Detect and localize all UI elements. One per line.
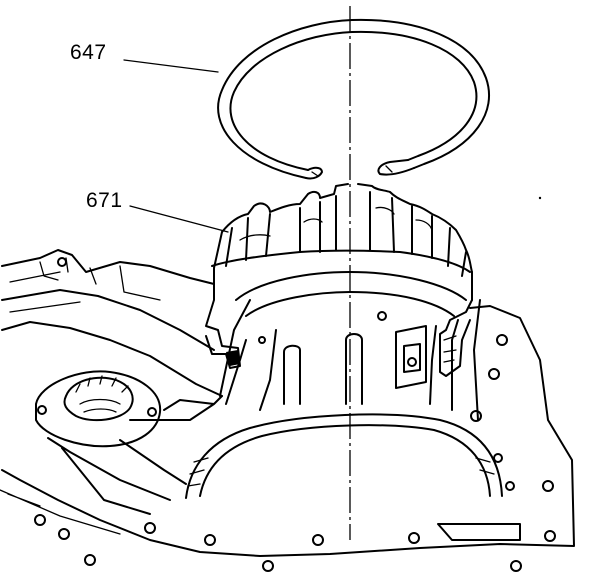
bolt-hole — [34, 514, 46, 526]
boss-flange — [35, 370, 162, 448]
callout-671: 671 — [86, 189, 123, 212]
bolt-hole — [58, 528, 70, 540]
bolt-hole — [510, 560, 522, 572]
bolt-hole — [204, 534, 216, 546]
bolt-hole — [147, 407, 157, 417]
band-lower-edge — [211, 249, 471, 273]
bolt-hole — [496, 334, 508, 346]
case-tab — [437, 523, 521, 541]
housing-bracket — [395, 325, 427, 389]
callout-647: 647 — [70, 41, 107, 64]
boss-teeth — [75, 375, 129, 413]
boss-channel — [47, 437, 187, 515]
housing-cylinder — [283, 333, 363, 405]
bolt-hole — [493, 453, 503, 463]
pump-boss — [35, 370, 223, 515]
bolt-hole — [312, 534, 324, 546]
bolt-hole — [262, 560, 274, 572]
boss-top — [63, 376, 134, 422]
snap-ring-inner — [229, 30, 478, 171]
bolt-hole — [505, 481, 515, 491]
snap-ring-gap-marks — [311, 165, 393, 177]
brake-band-671 — [205, 183, 473, 377]
case-outline — [1, 249, 575, 557]
bolt-hole — [57, 257, 67, 267]
bolt-hole — [470, 410, 482, 422]
bolt-hole — [408, 532, 420, 544]
bolt-hole — [84, 554, 96, 566]
boss-rib — [129, 395, 223, 421]
snap-ring-right-end — [377, 159, 415, 176]
transmission-case — [0, 249, 575, 572]
bolt-hole — [488, 368, 500, 380]
band-inner-ridges — [239, 206, 433, 241]
bolt-hole — [544, 530, 556, 542]
case-edge-detail — [0, 257, 161, 535]
band-left-lug — [205, 267, 241, 369]
band-right-lug — [439, 299, 473, 377]
bolt-hole — [542, 480, 554, 492]
band-right-lug-detail — [443, 335, 457, 363]
bracket-hole — [407, 357, 417, 367]
band-left-lug-fill — [226, 350, 240, 366]
snap-ring-647 — [217, 18, 491, 180]
bolt-hole — [144, 522, 156, 534]
snap-ring-left-end — [305, 166, 323, 180]
leader-line-647 — [123, 59, 219, 73]
speck — [538, 196, 542, 200]
bore-inner — [199, 424, 491, 497]
drum-bore — [185, 271, 503, 499]
housing-hole — [258, 336, 266, 344]
housing-top-ring — [235, 271, 467, 317]
bore-outer — [185, 413, 503, 499]
band-top-edge — [221, 183, 473, 273]
snap-ring-outer — [217, 18, 491, 179]
leader-line-671 — [129, 205, 229, 233]
housing-hole — [377, 311, 387, 321]
bolt-hole — [37, 405, 47, 415]
bore-shading — [187, 457, 495, 487]
